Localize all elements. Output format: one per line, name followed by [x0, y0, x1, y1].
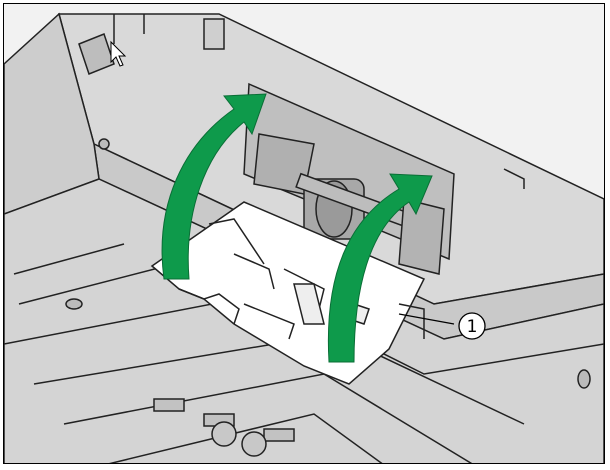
right-lift-arrow — [327, 173, 433, 363]
callout-leader-line — [398, 313, 455, 325]
scanner-illustration: 1 — [4, 4, 604, 463]
illustration-frame: 1 — [3, 3, 605, 464]
left-lift-arrow — [161, 93, 267, 280]
cursor-icon — [110, 40, 127, 67]
callout-1: 1 — [398, 312, 486, 340]
roller-mechanism — [243, 82, 455, 275]
lift-arrows — [161, 93, 433, 363]
callout-number: 1 — [467, 317, 478, 337]
callout-circle — [458, 312, 486, 340]
